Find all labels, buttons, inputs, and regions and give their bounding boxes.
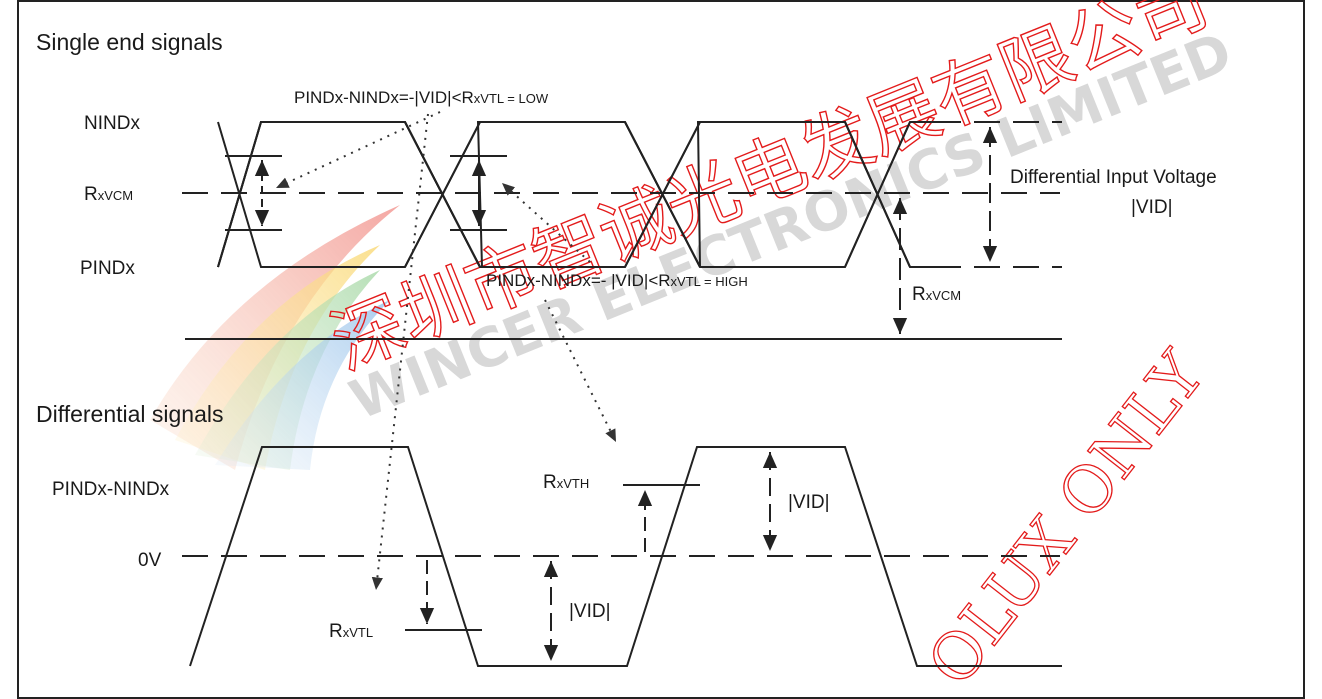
single-end-signals	[217, 121, 935, 268]
rxvcm-right-label: RxVCM	[912, 284, 961, 305]
vid-label-top: |VID|	[1131, 197, 1173, 218]
rxvtl-label: RxVTL	[329, 621, 373, 642]
vid-lower-label: |VID|	[569, 601, 611, 622]
pind-label: PINDx	[80, 258, 135, 279]
vid-upper-label: |VID|	[788, 492, 830, 513]
annotation-low: PINDx-NINDx=-|VID|<RxVTL = LOW	[294, 88, 549, 107]
diff-signal-label: PINDx-NINDx	[52, 479, 170, 500]
diff-input-voltage-label: Differential Input Voltage	[1010, 167, 1217, 188]
single-end-title: Single end signals	[36, 29, 223, 55]
annotation-high: PINDx-NINDx=- |VID|<RxVTL = HIGH	[486, 271, 748, 290]
rxvcm-left-label: RxVCM	[84, 184, 133, 205]
differential-waveform	[189, 446, 1062, 667]
watermark-swoosh	[150, 205, 400, 470]
vid-marker-right	[450, 155, 507, 231]
rxvth-label: RxVTH	[543, 472, 589, 493]
vid-marker-left	[225, 155, 282, 231]
nind-label: NINDx	[84, 113, 140, 134]
differential-title: Differential signals	[36, 401, 224, 427]
zero-volt-label: 0V	[138, 550, 162, 571]
